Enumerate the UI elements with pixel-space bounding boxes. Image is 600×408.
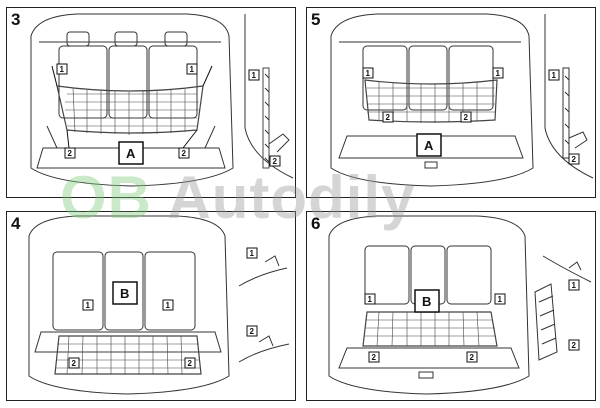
svg-text:1: 1 — [368, 295, 373, 304]
svg-text:2: 2 — [250, 327, 255, 336]
side-detail-illustration — [238, 255, 290, 363]
panel-step-3: 3 1 1 2 2 A — [6, 7, 296, 198]
side-detail-illustration — [534, 255, 592, 361]
side-callout-1: 1 — [548, 69, 560, 81]
step-number: 4 — [11, 214, 21, 233]
trunk-illustration-step-6: 1 1 2 2 B 1 2 — [328, 215, 592, 395]
svg-text:A: A — [424, 138, 434, 153]
side-callout-2: 2 — [269, 155, 281, 167]
svg-text:1: 1 — [498, 295, 503, 304]
cargo-net — [54, 335, 202, 375]
step-number: 6 — [311, 214, 321, 233]
panel-step-5: 5 1 1 2 2 A 1 2 — [306, 7, 596, 198]
trunk-illustration-step-3: 1 1 2 2 A 1 2 — [30, 13, 294, 187]
callout-1-right: 1 — [492, 67, 504, 79]
callout-1-right: 1 — [162, 299, 174, 311]
svg-text:1: 1 — [252, 71, 257, 80]
callout-1-right: 1 — [186, 63, 198, 75]
callout-1-left: 1 — [82, 299, 94, 311]
svg-text:2: 2 — [470, 353, 475, 362]
callout-2-left: 2 — [382, 111, 394, 123]
svg-text:B: B — [422, 294, 431, 309]
svg-text:2: 2 — [572, 155, 577, 164]
svg-text:1: 1 — [190, 65, 195, 74]
svg-text:1: 1 — [60, 65, 65, 74]
callout-2-left: 2 — [64, 147, 76, 159]
svg-text:1: 1 — [166, 301, 171, 310]
trunk-illustration-step-5: 1 1 2 2 A 1 2 — [330, 13, 594, 187]
cargo-net — [362, 311, 498, 347]
variant-label: B — [112, 281, 138, 305]
cargo-net — [56, 85, 204, 135]
side-callout-2: 2 — [246, 325, 258, 337]
callout-1-left: 1 — [364, 293, 376, 305]
svg-text:2: 2 — [68, 149, 73, 158]
side-callout-1: 1 — [246, 247, 258, 259]
svg-text:1: 1 — [250, 249, 255, 258]
svg-text:2: 2 — [273, 157, 278, 166]
svg-text:1: 1 — [552, 71, 557, 80]
side-callout-2: 2 — [568, 153, 580, 165]
panel-step-4: 4 1 1 2 2 B 1 2 — [6, 211, 296, 401]
callout-2-right: 2 — [460, 111, 472, 123]
side-detail-illustration — [244, 14, 294, 179]
side-detail-illustration — [544, 14, 594, 179]
svg-text:2: 2 — [188, 359, 193, 368]
svg-text:2: 2 — [72, 359, 77, 368]
side-callout-2: 2 — [568, 339, 580, 351]
svg-text:B: B — [120, 286, 129, 301]
callout-1-left: 1 — [56, 63, 68, 75]
trunk-illustration-step-4: 1 1 2 2 B 1 2 — [28, 215, 290, 395]
callout-1-right: 1 — [494, 293, 506, 305]
variant-label: B — [414, 289, 440, 313]
callout-2-right: 2 — [466, 351, 478, 363]
svg-text:1: 1 — [572, 281, 577, 290]
svg-text:1: 1 — [366, 69, 371, 78]
variant-label: A — [118, 141, 144, 165]
svg-text:2: 2 — [572, 341, 577, 350]
svg-text:1: 1 — [496, 69, 501, 78]
svg-text:2: 2 — [386, 113, 391, 122]
svg-text:A: A — [126, 146, 136, 161]
callout-2-right: 2 — [184, 357, 196, 369]
side-callout-1: 1 — [248, 69, 260, 81]
callout-2-right: 2 — [178, 147, 190, 159]
svg-text:2: 2 — [182, 149, 187, 158]
svg-text:1: 1 — [86, 301, 91, 310]
variant-label: A — [416, 133, 442, 157]
side-callout-1: 1 — [568, 279, 580, 291]
svg-text:2: 2 — [464, 113, 469, 122]
step-number: 3 — [11, 10, 21, 29]
panel-step-6: 6 1 1 2 2 B 1 2 — [306, 211, 596, 401]
svg-text:2: 2 — [372, 353, 377, 362]
callout-1-left: 1 — [362, 67, 374, 79]
callout-2-left: 2 — [368, 351, 380, 363]
step-number: 5 — [311, 10, 321, 29]
cargo-net — [364, 79, 498, 123]
callout-2-left: 2 — [68, 357, 80, 369]
